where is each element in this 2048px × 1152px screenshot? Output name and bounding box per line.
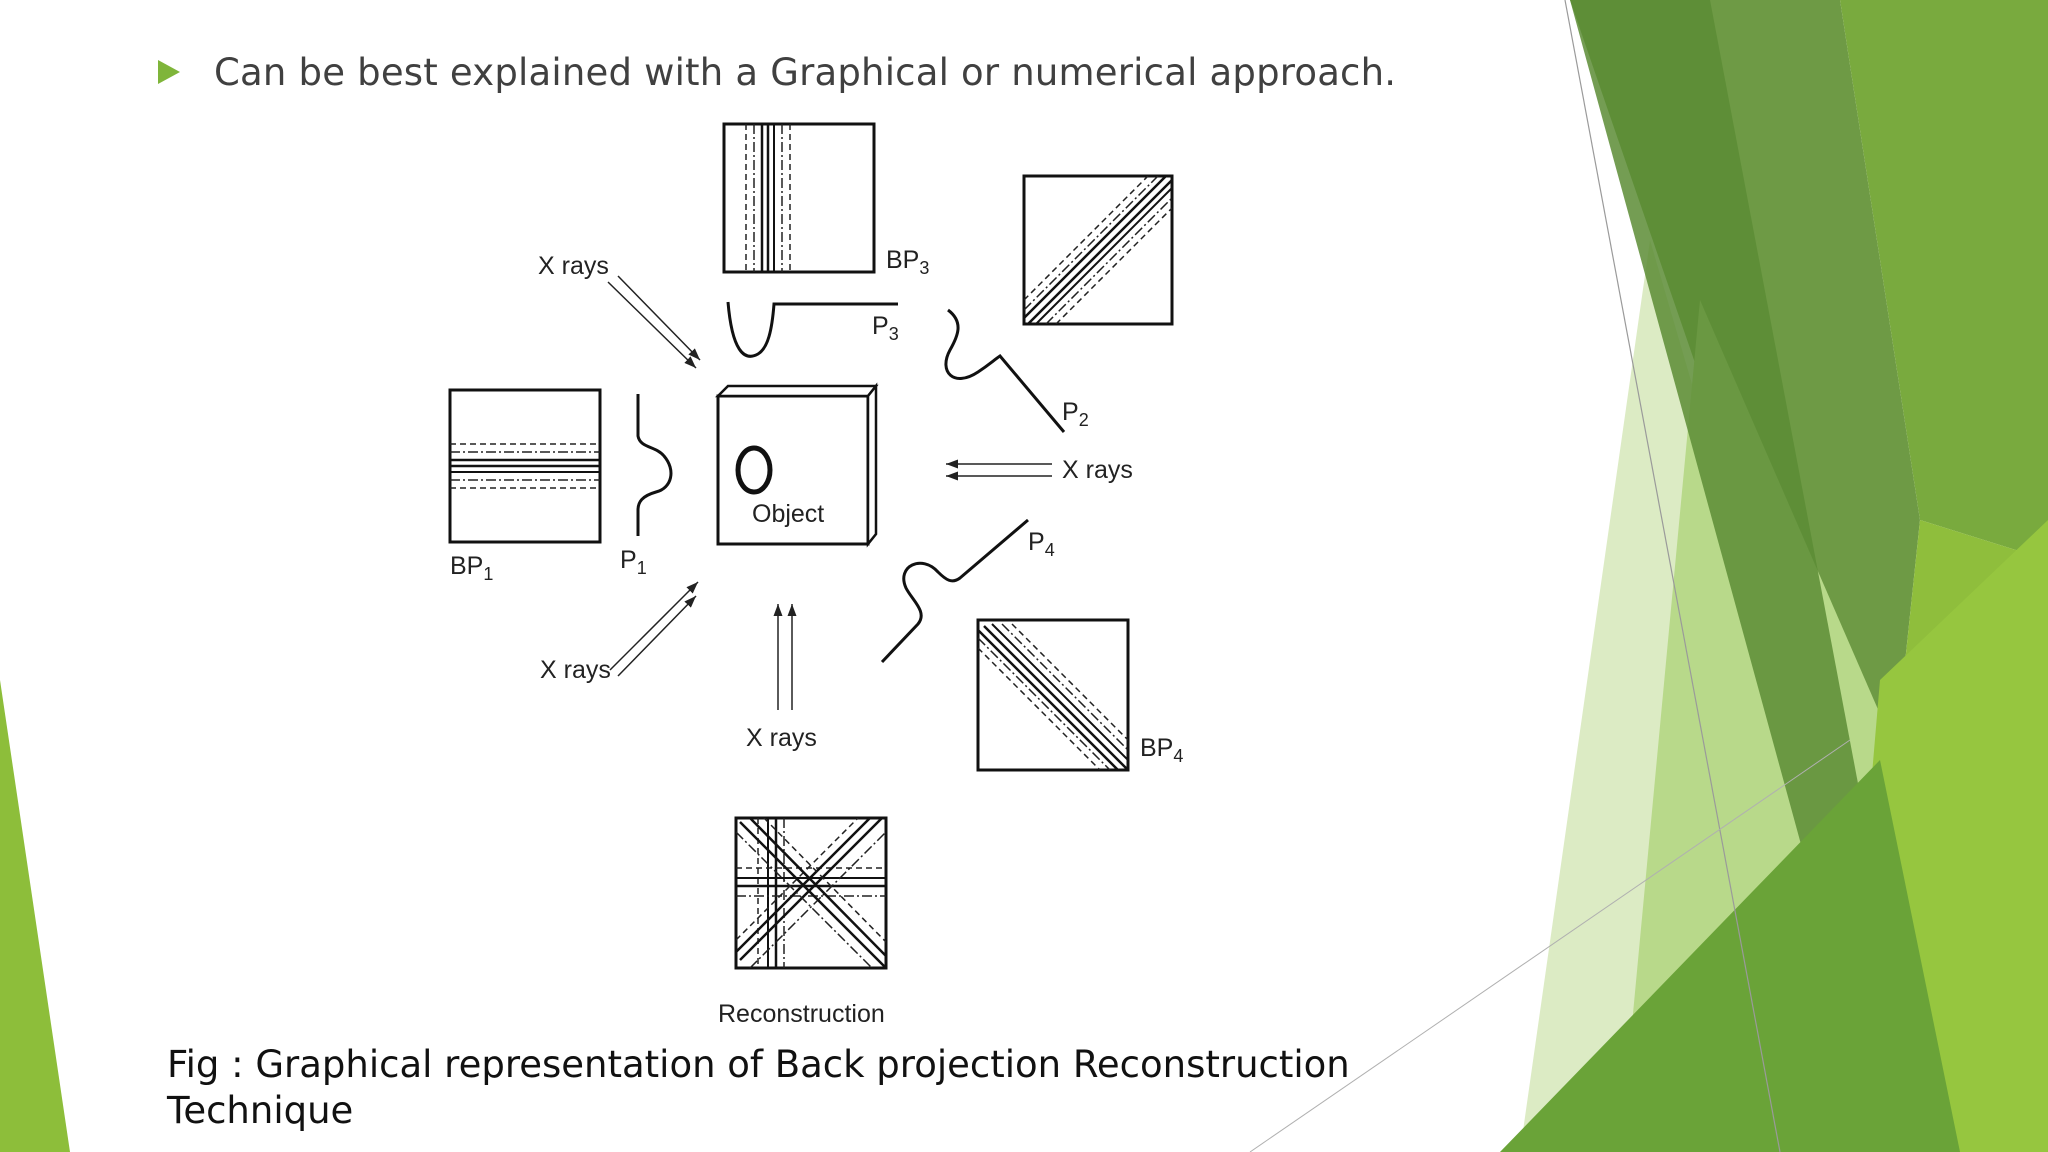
bp1-box <box>448 388 602 544</box>
p4-profile <box>880 518 1029 664</box>
bp3-box <box>722 122 876 274</box>
p2-label: P2 <box>1062 398 1089 430</box>
p3-label: P3 <box>872 312 899 344</box>
bullet-point: Can be best explained with a Graphical o… <box>158 46 1396 98</box>
xrays-bottom-left-label: X rays <box>540 656 611 684</box>
p1-label: P1 <box>620 546 647 578</box>
p1-profile <box>636 394 673 536</box>
triangle-bullet-icon <box>158 60 180 84</box>
bp3-label: BP3 <box>886 246 929 278</box>
reconstruction-box <box>734 816 888 970</box>
xrays-right-label: X rays <box>1062 456 1133 484</box>
bp4-box <box>976 618 1130 772</box>
bp2-box <box>1022 174 1174 326</box>
xrays-bottom-label: X rays <box>746 724 817 752</box>
p4-label: P4 <box>1028 528 1055 560</box>
xrays-top-left-label: X rays <box>538 252 609 280</box>
bullet-text: Can be best explained with a Graphical o… <box>214 50 1397 94</box>
bp1-label: BP1 <box>450 552 493 584</box>
figure-caption: Fig : Graphical representation of Back p… <box>167 1043 1350 1132</box>
reconstruction-label: Reconstruction <box>718 1000 885 1028</box>
object-cube <box>714 382 879 548</box>
p3-profile <box>726 301 898 358</box>
p2-profile <box>944 308 1066 433</box>
back-projection-diagram: BP3 P3 P2 X rays <box>448 122 1183 1028</box>
bp4-label: BP4 <box>1140 734 1183 766</box>
object-label: Object <box>752 500 824 528</box>
